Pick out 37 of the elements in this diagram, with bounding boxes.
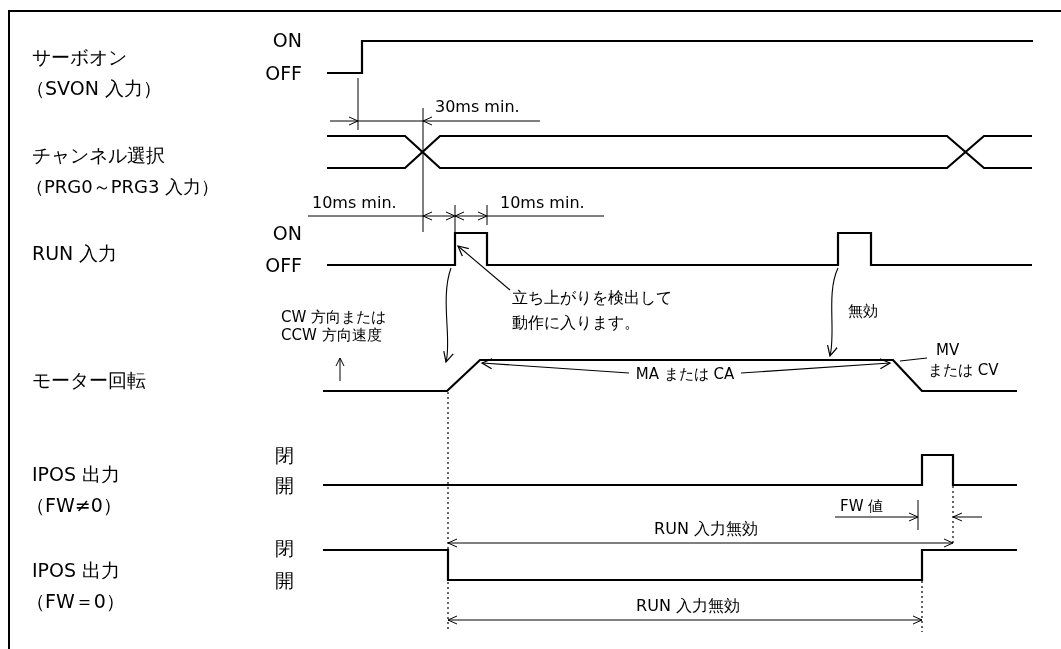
state-label: 閉 bbox=[275, 536, 294, 560]
annotation-text: MV または CV bbox=[928, 340, 1002, 380]
arrow bbox=[442, 267, 454, 363]
state-label: 閉 bbox=[275, 443, 294, 467]
signal-name: （SVON 入力） bbox=[26, 76, 162, 100]
leader-line bbox=[899, 357, 928, 362]
arrow bbox=[457, 245, 511, 291]
signal-name: モーター回転 bbox=[32, 368, 146, 392]
timing-label: 10ms min. bbox=[500, 193, 585, 213]
signal-name: （PRG0～PRG3 入力） bbox=[26, 176, 220, 198]
state-label: OFF bbox=[265, 253, 302, 277]
signal-name: IPOS 出力 bbox=[32, 462, 121, 486]
timing-label: RUN 入力無効 bbox=[654, 519, 758, 539]
state-label: 開 bbox=[275, 473, 294, 497]
leader-line bbox=[481, 358, 630, 374]
timing-label: RUN 入力無効 bbox=[636, 596, 740, 616]
state-label: ON bbox=[272, 221, 302, 245]
arrow bbox=[826, 267, 839, 357]
signal-name: チャンネル選択 bbox=[32, 143, 165, 167]
signal-name: IPOS 出力 bbox=[32, 558, 121, 582]
state-label: OFF bbox=[265, 61, 302, 85]
annotation-text: MA または CA bbox=[632, 364, 738, 384]
state-label: ON bbox=[272, 28, 302, 52]
edge-label: 無効 bbox=[848, 302, 878, 320]
signal-name: RUN 入力 bbox=[32, 241, 118, 265]
timing-label: 10ms min. bbox=[312, 193, 397, 213]
annotation-text: 立ち上がりを検出して動作に入ります。 bbox=[512, 285, 687, 335]
state-label: 開 bbox=[275, 568, 294, 592]
signal-name: （FW＝0） bbox=[26, 589, 125, 613]
signal-name: （FW≠0） bbox=[26, 493, 122, 517]
timing-label: 30ms min. bbox=[435, 97, 520, 117]
motor-speed-waveform bbox=[323, 358, 1017, 393]
run-input-waveform bbox=[327, 231, 1032, 267]
timing-label: FW 値 bbox=[840, 497, 884, 515]
leader-line bbox=[740, 358, 891, 374]
signal-name: サーボオン bbox=[32, 45, 127, 69]
speed-note: CW 方向または CCW 方向速度 bbox=[281, 308, 388, 344]
